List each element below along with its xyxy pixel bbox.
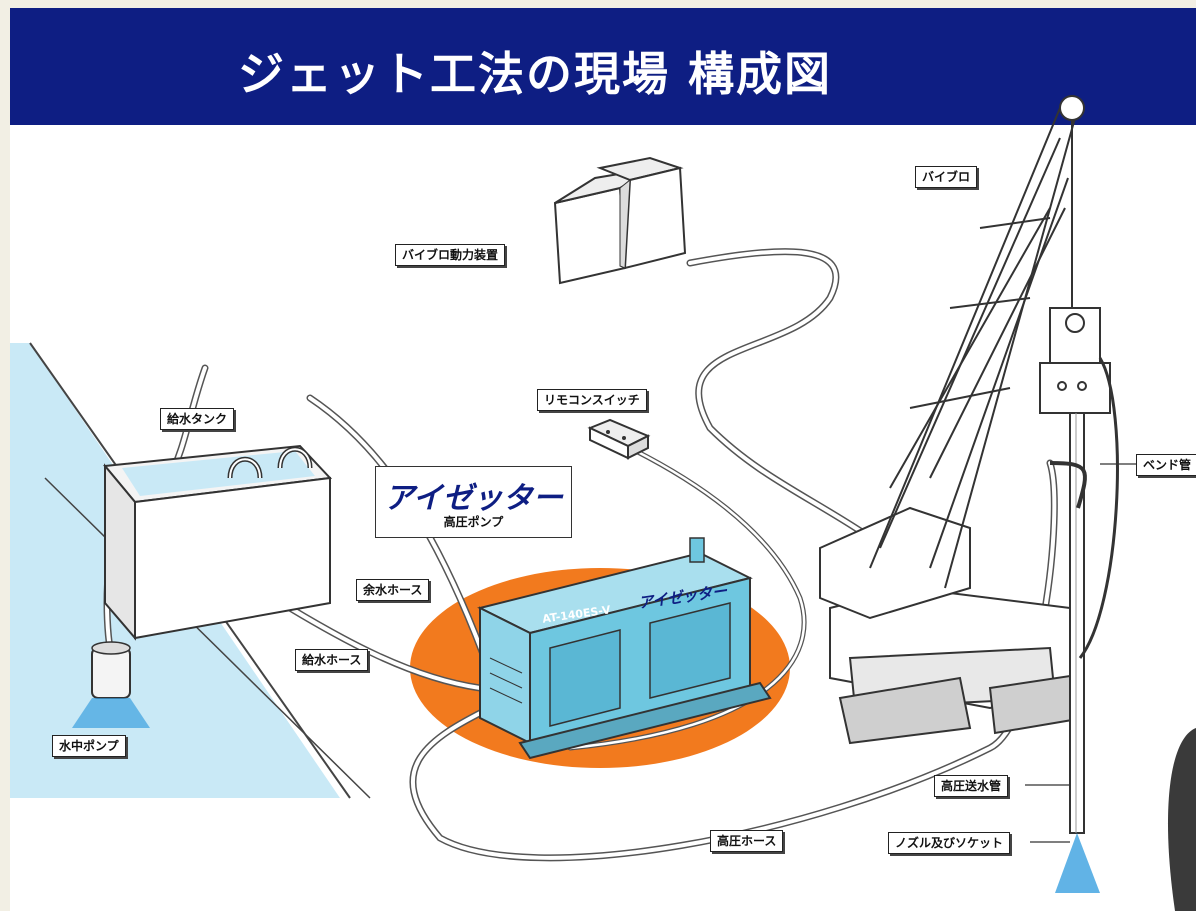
label-vibro-power: バイブロ動力装置	[395, 244, 506, 266]
brand-logo: アイゼッター	[384, 481, 563, 516]
label-surplus-hose: 余水ホース	[356, 579, 430, 601]
site-diagram	[10, 95, 1196, 911]
label-bend-pipe: ベンド管	[1136, 454, 1196, 476]
water-tank	[103, 444, 333, 641]
label-nozzle-socket: ノズル及びソケット	[888, 832, 1011, 854]
photo-fragment	[1167, 728, 1196, 911]
vibro-power-hose	[686, 248, 914, 572]
nozzle-spray	[1055, 833, 1100, 893]
river-bank-line-2	[44, 477, 371, 799]
vibro-hammer	[1039, 120, 1119, 834]
label-hp-hose: 高圧ホース	[710, 830, 784, 852]
diagram-frame: ジェット工法の現場 構成図	[10, 8, 1196, 911]
header-bar: ジェット工法の現場 構成図	[10, 8, 1196, 125]
high-pressure-pump	[477, 537, 772, 760]
crawler-crane	[819, 95, 1085, 745]
label-water-tank: 給水タンク	[160, 408, 235, 430]
label-submersible-pump: 水中ポンプ	[52, 735, 126, 757]
label-remote-switch: リモコンスイッチ	[537, 389, 647, 411]
brand-box: アイゼッター 高圧ポンプ	[375, 466, 572, 538]
page-title: ジェット工法の現場 構成図	[237, 47, 832, 101]
label-hp-water-pipe: 高圧送水管	[934, 775, 1009, 797]
remote-switch-device	[587, 418, 651, 460]
brand-subtitle: 高圧ポンプ	[443, 515, 504, 529]
label-supply-hose: 給水ホース	[295, 649, 369, 671]
label-vibro: バイブロ	[915, 166, 978, 188]
submersible-pump-device	[72, 641, 150, 728]
vibro-power-unit	[553, 156, 687, 285]
leader-lines	[1025, 463, 1136, 843]
